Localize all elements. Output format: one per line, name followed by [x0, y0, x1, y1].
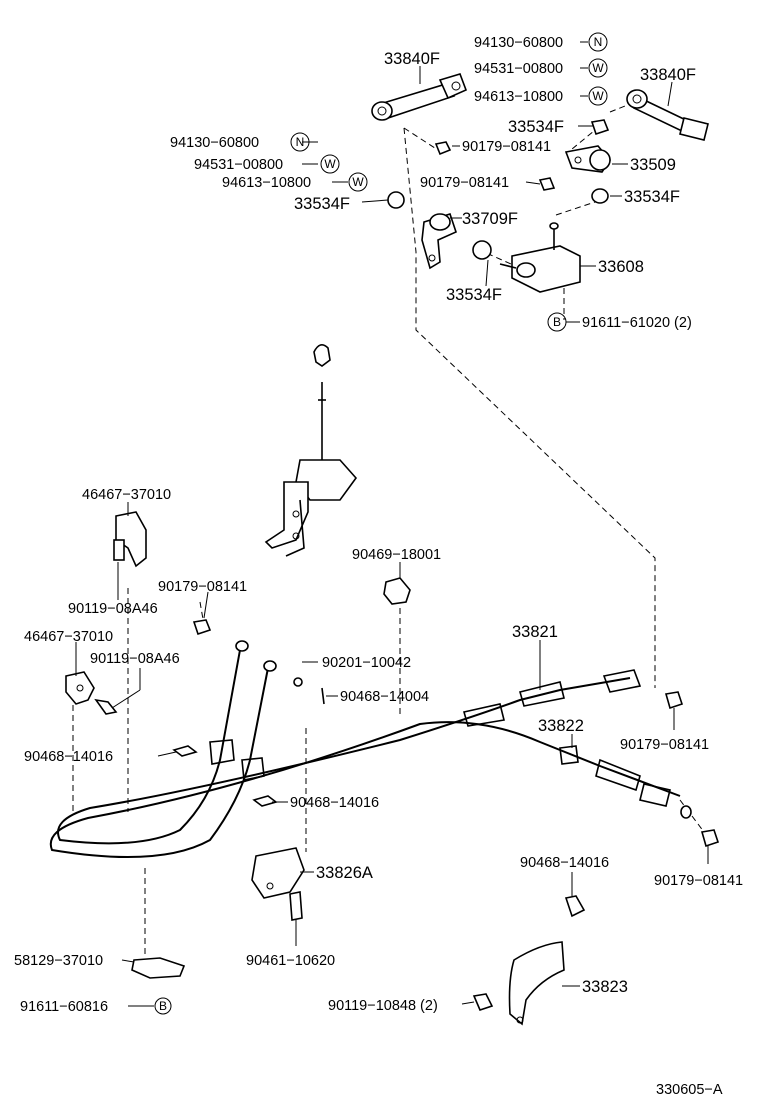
label-91611-61020: 91611−61020 (2) — [582, 315, 692, 331]
marker-n-top: N — [588, 32, 608, 52]
svg-text:N: N — [296, 135, 305, 149]
label-90119-10848: 90119−10848 (2) — [328, 998, 438, 1014]
svg-text:W: W — [592, 89, 604, 103]
clip-90468-lower — [564, 895, 586, 918]
bracket-33826a — [251, 847, 305, 921]
label-94531-top: 94531−00800 — [474, 61, 563, 77]
bushing-parts — [387, 119, 610, 260]
svg-text:B: B — [553, 315, 561, 329]
cover-33823 — [508, 941, 565, 1026]
catalog-number: 330605−A — [656, 1082, 723, 1098]
label-91611-60816: 91611−60816 — [20, 999, 108, 1015]
marker-w-top-1: W — [588, 58, 608, 78]
part-labels: 33840F 94130−60800 94531−00800 94613−108… — [14, 35, 743, 1098]
svg-text:W: W — [592, 61, 604, 75]
label-33534f-c: 33534F — [624, 188, 680, 206]
svg-text:N: N — [594, 35, 603, 49]
bolt-90119-10848 — [472, 993, 494, 1011]
label-33821: 33821 — [512, 623, 558, 641]
label-94130-mid: 94130−60800 — [170, 135, 259, 151]
transmission-cables — [49, 640, 692, 859]
label-94613-top: 94613−10800 — [474, 89, 563, 105]
marker-w-mid-1: W — [320, 154, 340, 174]
label-90119-a: 90119−08A46 — [68, 601, 158, 617]
label-33822: 33822 — [538, 717, 584, 735]
clip-90469 — [383, 577, 411, 605]
label-46467-a: 46467−37010 — [82, 487, 171, 503]
shift-lever-33509 — [564, 145, 612, 173]
label-33509: 33509 — [630, 156, 676, 174]
label-46467-b: 46467−37010 — [24, 629, 113, 645]
bracket-58129 — [131, 957, 186, 979]
label-90469: 90469−18001 — [352, 547, 441, 563]
nuts-right — [664, 691, 720, 848]
bracket-33608 — [499, 222, 581, 293]
label-90468-a: 90468−14016 — [24, 749, 113, 765]
marker-w-mid-2: W — [348, 172, 368, 192]
label-33826a: 33826A — [316, 864, 373, 882]
label-33534f-d: 33534F — [446, 286, 502, 304]
cable-bracket-lower — [65, 671, 118, 715]
control-rod-left — [371, 73, 468, 121]
label-90179-b: 90179−08141 — [420, 175, 509, 191]
label-90179-c: 90179−08141 — [158, 579, 247, 595]
label-33608: 33608 — [598, 258, 644, 276]
label-33840f-right: 33840F — [640, 66, 696, 84]
label-90179-a: 90179−08141 — [462, 139, 551, 155]
label-90201: 90201−10042 — [322, 655, 411, 671]
marker-n-mid: N — [290, 132, 310, 152]
shift-lever-assembly — [264, 344, 358, 557]
dashed-guide-lines — [72, 103, 705, 958]
control-rod-right — [626, 89, 709, 141]
label-33534f-a: 33534F — [508, 118, 564, 136]
small-parts-center — [172, 677, 325, 807]
svg-text:W: W — [352, 175, 364, 189]
label-90468-b: 90468−14016 — [290, 795, 379, 811]
marker-b-bottom: B — [154, 997, 172, 1015]
nuts-top — [434, 141, 556, 191]
select-lever-33709f — [421, 213, 457, 270]
label-58129: 58129−37010 — [14, 953, 103, 969]
label-90461: 90461−10620 — [246, 953, 335, 969]
svg-text:W: W — [324, 157, 336, 171]
label-90119-b: 90119−08A46 — [90, 651, 180, 667]
label-33823: 33823 — [582, 978, 628, 996]
label-90468-c: 90468−14016 — [520, 855, 609, 871]
label-33840f-left: 33840F — [384, 50, 440, 68]
marker-w-top-2: W — [588, 86, 608, 106]
label-33534f-b: 33534F — [294, 195, 350, 213]
label-94531-mid: 94531−00800 — [194, 157, 283, 173]
label-90468-14004: 90468−14004 — [340, 689, 429, 705]
label-90179-d: 90179−08141 — [620, 737, 709, 753]
cable-bracket-upper — [113, 511, 147, 568]
label-94613-mid: 94613−10800 — [222, 175, 311, 191]
label-94130-top: 94130−60800 — [474, 35, 563, 51]
nut-left — [192, 619, 212, 636]
label-90179-e: 90179−08141 — [654, 873, 743, 889]
marker-b-top: B — [547, 312, 567, 332]
label-33709f: 33709F — [462, 210, 518, 228]
leader-lines — [75, 41, 709, 1007]
svg-text:B: B — [159, 999, 167, 1013]
